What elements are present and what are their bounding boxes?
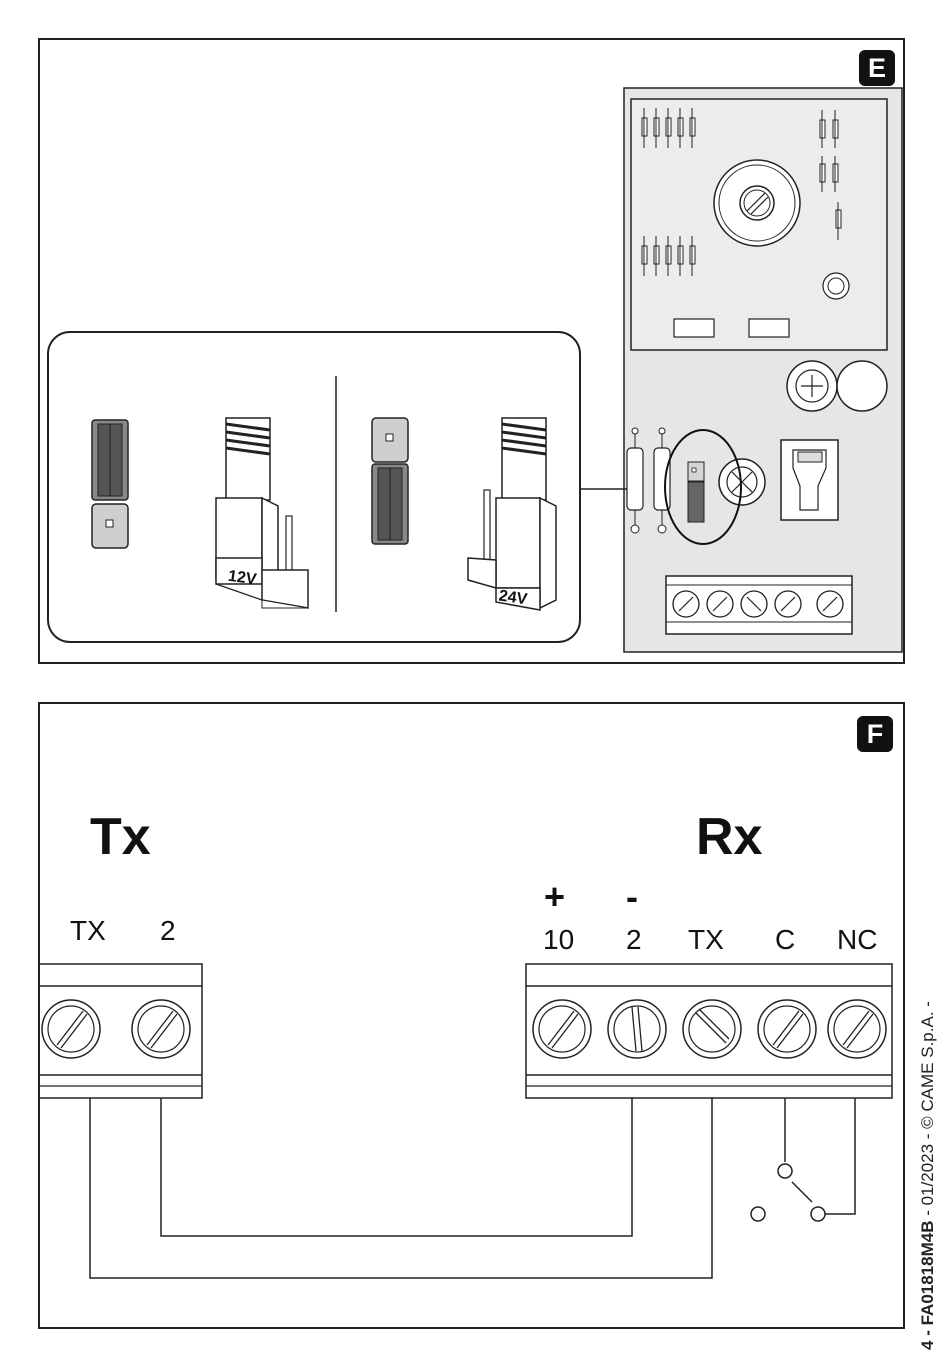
tx-terminal-label-2: 2 xyxy=(160,915,176,946)
rx-title: Rx xyxy=(696,808,763,866)
document-code: FA01818M4B xyxy=(918,1221,937,1326)
rx-terminal-label-c: C xyxy=(775,924,795,955)
figure-e-panel: E xyxy=(38,38,905,664)
rx-polarity-minus: - xyxy=(626,876,638,917)
rx-terminal-label-2: 2 xyxy=(626,924,642,955)
jumper-24v-top-view xyxy=(372,418,408,544)
tx-title: Tx xyxy=(90,808,151,866)
page-number: 4 xyxy=(918,1341,937,1350)
wire-txtx-to-rxtx xyxy=(90,1098,712,1278)
wire-nc xyxy=(825,1098,855,1214)
relay-contact-switch xyxy=(792,1182,812,1202)
figure-f-panel: F Tx Rx TX 2 + - 10 2 TX C NC xyxy=(38,702,905,1329)
tx-terminal-block xyxy=(40,964,202,1098)
page-footer: 4 - FA01818M4B - 01/2023 - © CAME S.p.A.… xyxy=(918,1001,938,1350)
wire-tx2-to-rx2 xyxy=(161,1098,632,1236)
wiring xyxy=(90,1098,855,1278)
figure-f-wiring-diagram: Tx Rx TX 2 + - 10 2 TX C NC xyxy=(40,704,903,1327)
rx-terminal-label-10: 10 xyxy=(543,924,574,955)
jumper-12v-top-view xyxy=(92,420,128,548)
jumper-callout: 12V 24V xyxy=(48,332,580,642)
rx-terminal-label-nc: NC xyxy=(837,924,877,955)
figure-e-diagram: 12V 24V xyxy=(40,40,903,662)
rx-terminal-block xyxy=(526,964,892,1098)
rx-terminal-label-tx: TX xyxy=(688,924,724,955)
relay-contacts xyxy=(751,1164,825,1221)
circuit-board xyxy=(624,88,902,652)
date-copyright: - 01/2023 - © CAME S.p.A. - xyxy=(918,1001,937,1216)
rx-polarity-plus: + xyxy=(544,876,565,917)
tx-terminal-label-tx: TX xyxy=(70,915,106,946)
